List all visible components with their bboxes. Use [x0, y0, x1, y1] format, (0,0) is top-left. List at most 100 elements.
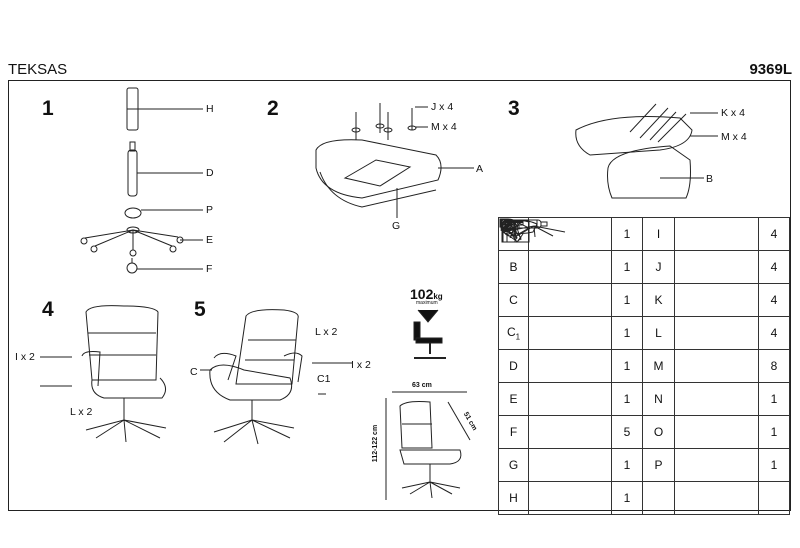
instruction-frame [8, 80, 791, 511]
dim-width: 63 cm [412, 382, 432, 389]
part-quantity: 1 [611, 316, 643, 350]
part-id: E [498, 382, 529, 416]
part-id: C [498, 283, 529, 317]
chair-step5-drawing [200, 309, 352, 445]
label-f: F [206, 263, 213, 275]
document-title: TEKSAS [8, 61, 68, 78]
allen-key-small-icon [499, 218, 759, 449]
part-id: O [642, 415, 675, 449]
part-id: D [498, 349, 529, 383]
step-number-4: 4 [42, 298, 54, 321]
label-l-x2: L x 2 [70, 406, 93, 418]
base-icon [502, 225, 612, 416]
part-id: L [642, 316, 675, 350]
part-quantity: 8 [758, 349, 790, 383]
washer-icon [500, 219, 759, 383]
part-quantity: 1 [758, 382, 790, 416]
part-quantity: 1 [611, 382, 643, 416]
bolt-icon [499, 218, 759, 317]
backrest-drawing [575, 103, 718, 199]
part-quantity: 1 [758, 415, 790, 449]
part-quantity: 1 [611, 448, 643, 482]
part-quantity: 4 [758, 217, 790, 251]
base-drawing [80, 226, 203, 257]
part-quantity [758, 481, 790, 515]
part-id: G [498, 448, 529, 482]
label-d: D [206, 167, 214, 179]
empty-cell [674, 481, 759, 515]
label-h: H [206, 103, 214, 115]
seat-icon [499, 217, 612, 251]
allen-key-icon [501, 218, 759, 416]
part-quantity: 1 [611, 250, 643, 284]
part-id: K [642, 283, 675, 317]
part-quantity: 4 [758, 316, 790, 350]
label-i-x2: I x 2 [15, 351, 35, 363]
part-id: B [498, 250, 529, 284]
label-k-x4: K x 4 [721, 107, 745, 119]
caster-drawing [126, 258, 203, 274]
screw-icon [499, 218, 759, 284]
step-number-5: 5 [194, 298, 206, 321]
max-load: 102kg [410, 286, 443, 302]
label-a: A [476, 163, 484, 175]
armrest-icon [502, 219, 612, 317]
label-e: E [206, 234, 214, 246]
part-quantity: 1 [611, 217, 643, 251]
label-g: G [392, 220, 401, 232]
cap-icon [500, 217, 759, 251]
part-quantity: 5 [611, 415, 643, 449]
label-m-x4-3: M x 4 [721, 131, 747, 143]
label-c1: C1 [317, 373, 331, 385]
part-quantity: 4 [758, 283, 790, 317]
cylinder-cover-drawing [126, 87, 203, 131]
part-quantity: 1 [611, 481, 643, 515]
label-p: P [206, 204, 214, 216]
cover-drawing [124, 207, 203, 219]
armrest-icon [502, 219, 612, 350]
max-load-note: maximum [416, 300, 438, 306]
part-id: I [642, 217, 675, 251]
chair-step4-drawing [40, 305, 167, 443]
part-id: M [642, 349, 675, 383]
cover-icon [501, 219, 759, 482]
part-id [642, 481, 675, 515]
max-load-icon [413, 309, 446, 359]
label-j-x4: J x 4 [431, 101, 454, 113]
part-id: C1 [498, 316, 529, 350]
caster-icon [503, 219, 612, 449]
backrest-icon [501, 219, 612, 284]
step-number-2: 2 [267, 97, 279, 120]
product-code: 9369L [749, 61, 792, 78]
mechanism-icon [501, 220, 612, 482]
label-m-x4: M x 4 [431, 121, 457, 133]
label-i-x2-5: I x 2 [351, 359, 371, 371]
part-id: N [642, 382, 675, 416]
part-quantity: 1 [611, 349, 643, 383]
part-id: P [642, 448, 675, 482]
seat-drawing [315, 103, 474, 218]
part-quantity: 1 [611, 283, 643, 317]
gas-lift-drawing [127, 141, 203, 197]
gas-lift-icon [500, 219, 612, 383]
label-c: C [190, 366, 198, 378]
part-quantity: 1 [758, 448, 790, 482]
step-number-3: 3 [508, 97, 520, 120]
dimension-chair-drawing [385, 391, 471, 500]
part-quantity: 4 [758, 250, 790, 284]
label-l-x2-5: L x 2 [315, 326, 338, 338]
part-id: J [642, 250, 675, 284]
large-bolt-icon [499, 218, 759, 350]
part-id: F [498, 415, 529, 449]
label-b: B [706, 173, 714, 185]
cylinder-cover-icon [500, 219, 612, 515]
